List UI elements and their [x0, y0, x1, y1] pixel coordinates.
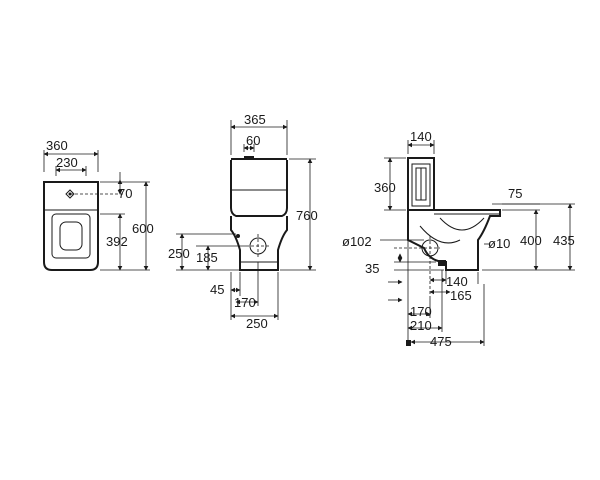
dim-165: 165	[450, 288, 472, 303]
dim-dia-10: ø10	[488, 236, 510, 251]
dim-170-front: 170	[234, 295, 256, 310]
dim-600: 600	[132, 221, 154, 236]
dim-45: 45	[210, 282, 224, 297]
dim-60: 60	[246, 133, 260, 148]
front-view: 365 60 760 250 185 45 170 250	[168, 112, 318, 331]
dim-360-side: 360	[374, 180, 396, 195]
dim-35: 35	[365, 261, 379, 276]
dim-75: 75	[508, 186, 522, 201]
top-view-outline	[43, 181, 99, 271]
dim-170-side: 170	[410, 304, 432, 319]
dim-360-top: 360	[46, 138, 68, 153]
seat-outline	[51, 213, 91, 259]
dim-70: 70	[118, 186, 132, 201]
dim-435: 435	[553, 233, 575, 248]
side-bowl-outline	[407, 209, 501, 271]
dim-210: 210	[410, 318, 432, 333]
dim-365: 365	[244, 112, 266, 127]
top-view: 360 230 600 70 392	[43, 138, 154, 271]
dim-392: 392	[106, 234, 128, 249]
dim-760: 760	[296, 208, 318, 223]
dim-250-left: 250	[168, 246, 190, 261]
dim-250-bottom: 250	[246, 316, 268, 331]
dim-400: 400	[520, 233, 542, 248]
dim-dia-102: ø102	[342, 234, 372, 249]
dim-140-top: 140	[410, 129, 432, 144]
side-view: 140 360 75 400 435 ø102 ø10 35	[342, 129, 575, 349]
front-tank-outline	[230, 160, 288, 217]
dim-140-bottom: 140	[446, 274, 468, 289]
dim-185: 185	[196, 250, 218, 265]
dim-230: 230	[56, 155, 78, 170]
dim-475: 475	[430, 334, 452, 349]
